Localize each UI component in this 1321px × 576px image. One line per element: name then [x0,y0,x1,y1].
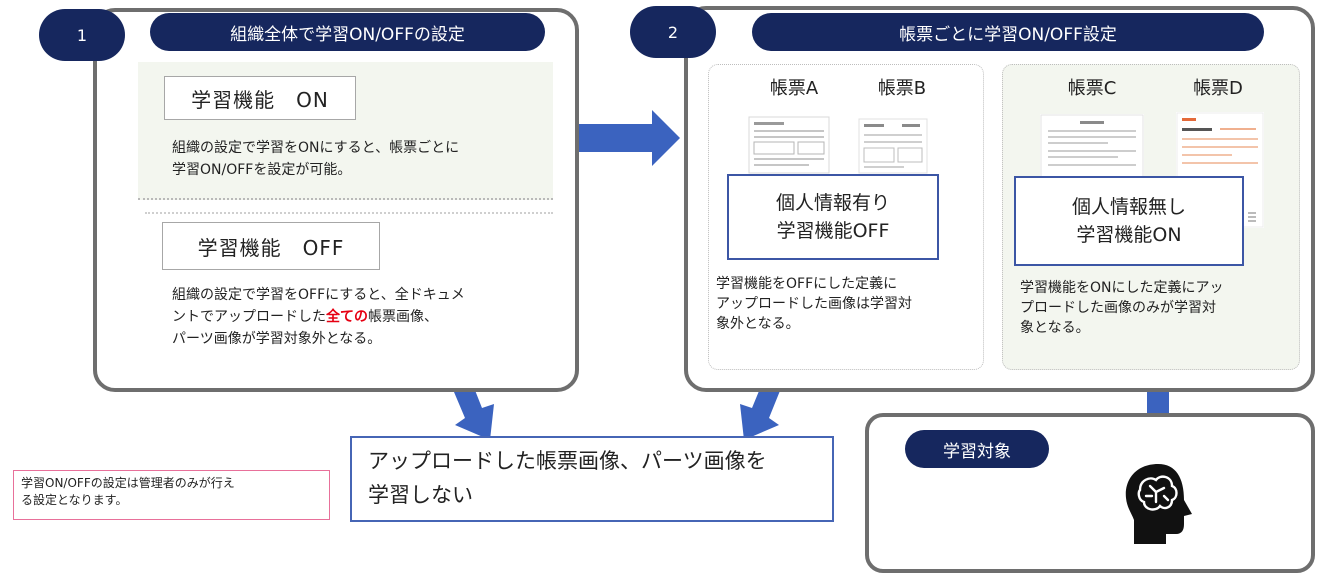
brain-head-icon [1125,464,1192,544]
section1-title: 組織全体で学習ON/OFFの設定 [150,13,545,51]
left-card-description: 学習機能をOFFにした定義に アップロードした画像は学習対 象外となる。 [716,274,982,334]
learning-on-label: 学習機能 ON [164,76,356,120]
right-card-description: 学習機能をONにした定義にアッ プロードした画像のみが学習対 象となる。 [1020,278,1298,338]
off-desc-line2: ントでアップロードした全ての帳票画像、 [172,306,562,328]
form-a-thumbnail [748,116,830,174]
section1-on-description: 組織の設定で学習をONにすると、帳票ごとに 学習ON/OFFを設定が可能。 [172,137,552,181]
right-desc-line3: 象となる。 [1020,320,1090,336]
section2-title-text: 帳票ごとに学習ON/OFF設定 [899,24,1117,45]
section2-title: 帳票ごとに学習ON/OFF設定 [752,13,1264,51]
form-c-label: 帳票C [1067,78,1117,99]
section1-number: 1 [76,25,88,45]
section1-number-badge: 1 [39,9,125,61]
form-c-thumbnail [1040,114,1144,178]
personal-info-yes-box: 個人情報有り 学習機能OFF [727,174,939,260]
section1-title-text: 組織全体で学習ON/OFFの設定 [230,24,465,45]
learning-off-label: 学習機能 OFF [162,222,380,270]
section1-off-description: 組織の設定で学習をOFFにすると、全ドキュメ ントでアップロードした全ての帳票画… [172,284,562,350]
left-desc-line3: 象外となる。 [716,316,800,332]
learning-target-title: 学習対象 [905,430,1049,468]
off-desc-line1: 組織の設定で学習をOFFにすると、全ドキュメ [172,287,465,303]
form-d-label: 帳票D [1193,78,1243,99]
right-desc-line1: 学習機能をONにした定義にアッ [1020,280,1224,296]
learning-target-title-text: 学習対象 [943,441,1011,462]
learning-on-text: 学習機能ON [1076,224,1182,246]
not-learned-result-box: アップロードした帳票画像、パーツ画像を 学習しない [350,436,834,522]
off-desc-highlight-all: 全ての [326,309,368,325]
on-desc-line1: 組織の設定で学習をONにすると、帳票ごとに [172,140,460,156]
form-b-label: 帳票B [877,78,927,99]
off-desc-line2-post: 帳票画像、 [368,309,438,325]
result-line1: アップロードした帳票画像、パーツ画像を [368,449,767,473]
left-desc-line2: アップロードした画像は学習対 [716,296,912,312]
off-desc-line2-pre: ントでアップロードした [172,309,326,325]
right-desc-line2: プロードした画像のみが学習対 [1020,300,1216,316]
admin-only-note: 学習ON/OFFの設定は管理者のみが行え る設定となります。 [13,470,330,520]
off-desc-line3: パーツ画像が学習対象外となる。 [172,331,382,347]
note-line1: 学習ON/OFFの設定は管理者のみが行え [21,476,235,490]
form-a-label: 帳票A [769,78,819,99]
personal-info-yes-text: 個人情報有り [775,192,890,214]
arrow-section1-to-section2 [548,110,680,166]
personal-info-no-box: 個人情報無し 学習機能ON [1014,176,1244,266]
learning-off-text: 学習機能OFF [776,220,890,242]
result-line2: 学習しない [368,483,473,507]
on-desc-line2: 学習ON/OFFを設定が可能。 [172,162,352,178]
learning-on-label-text: 学習機能 ON [191,87,329,112]
learning-off-label-text: 学習機能 OFF [197,235,345,260]
note-line2: る設定となります。 [21,493,128,507]
form-b-thumbnail [858,118,928,174]
section2-number: 2 [667,22,679,42]
left-desc-line1: 学習機能をOFFにした定義に [716,276,898,292]
personal-info-no-text: 個人情報無し [1071,196,1186,218]
section2-number-badge: 2 [630,6,716,58]
